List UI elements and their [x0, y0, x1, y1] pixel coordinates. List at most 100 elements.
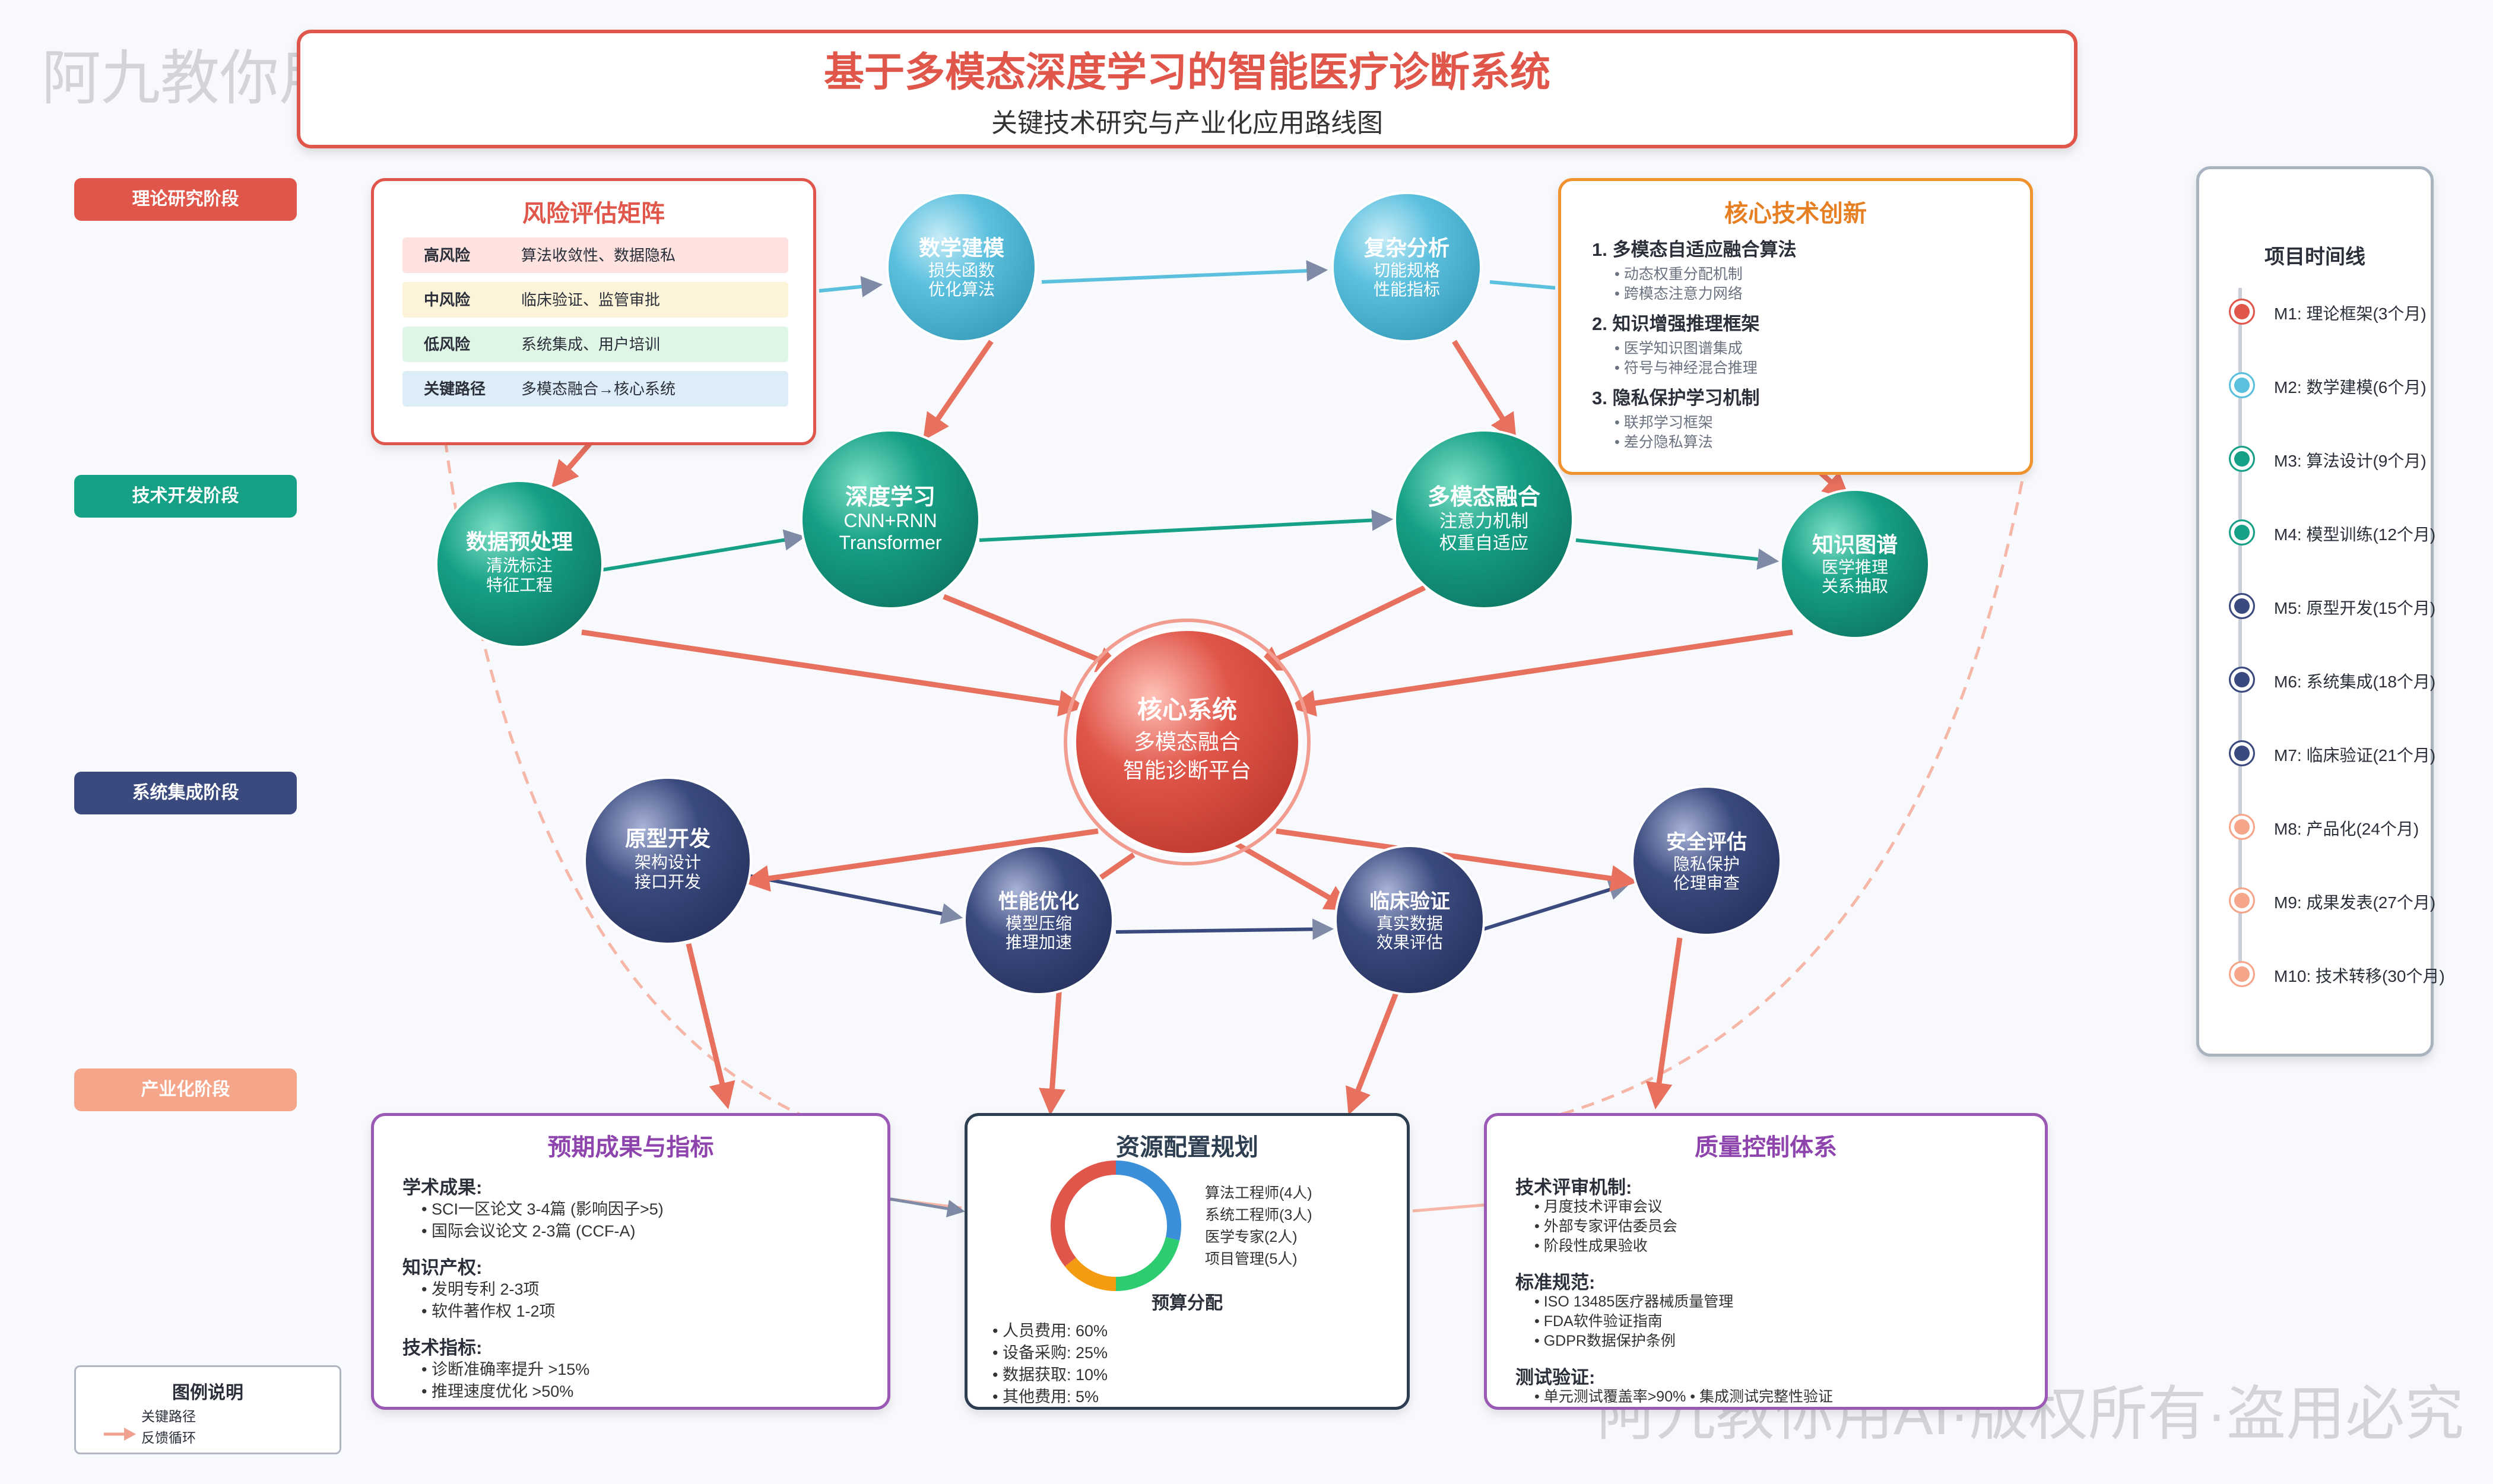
results-title: 预期成果与指标	[547, 1134, 714, 1160]
node-line: 架构设计	[635, 853, 701, 871]
innovation-sub: • 跨模态注意力网络	[1615, 286, 1743, 302]
risk-level: 高风险	[424, 246, 471, 264]
node-line: 特征工程	[486, 576, 553, 594]
stage-integration: 系统集成阶段	[74, 772, 297, 814]
node-line: 损失函数	[928, 261, 995, 280]
budget-item: • 设备采购: 25%	[992, 1344, 1108, 1362]
timeline-title: 项目时间线	[2264, 246, 2365, 268]
node-proto: 原型开发 架构设计 接口开发	[583, 776, 752, 945]
timeline-dot-icon	[2229, 887, 2255, 914]
link-deep-fusion	[979, 509, 1394, 542]
timeline-label: M3: 算法设计(9个月)	[2274, 452, 2427, 470]
risk-desc: 多模态融合→核心系统	[521, 380, 676, 398]
timeline-label: M9: 成果发表(27个月)	[2274, 893, 2436, 912]
arrow-security-quality	[1645, 937, 1683, 1109]
timeline-dot-icon	[2229, 740, 2255, 766]
stage-development: 技术开发阶段	[74, 475, 297, 518]
results-heading: 学术成果:	[402, 1177, 483, 1198]
quality-title: 质量控制体系	[1695, 1134, 1837, 1160]
risk-desc: 算法收敛性、数据隐私	[521, 246, 676, 264]
node-line: 多模态融合	[1134, 730, 1241, 754]
link-complex-innov	[1489, 280, 1556, 290]
stage-label: 产业化阶段	[141, 1080, 230, 1099]
node-line: CNN+RNN	[843, 510, 937, 531]
node-line: 推理加速	[1006, 933, 1072, 952]
node-math: 数学建模 损失函数 优化算法	[886, 192, 1037, 343]
link-math-complex	[1041, 260, 1328, 284]
arrow-math-deep	[922, 340, 994, 441]
node-perf: 性能优化 模型压缩 推理加速	[963, 845, 1114, 995]
staff-item: 算法工程师(4人)	[1205, 1185, 1312, 1201]
innovation-sub: • 动态权重分配机制	[1615, 266, 1743, 283]
link-risk-math	[819, 275, 883, 297]
node-core: 核心系统 多模态融合 智能诊断平台	[1064, 619, 1311, 865]
arrow-complex-fusion	[1452, 340, 1517, 441]
timeline-label: M1: 理论框架(3个月)	[2274, 305, 2427, 323]
node-title: 多模态融合	[1428, 485, 1540, 510]
results-item: • 诊断准确率提升 >15%	[421, 1361, 590, 1378]
quality-item: • 外部专家评估委员会	[1534, 1218, 1677, 1235]
feedback-arc-left	[443, 439, 832, 1130]
arrow-core-clinical	[1233, 841, 1352, 911]
legend-item: 关键路径	[141, 1409, 196, 1424]
timeline-dot-icon	[2229, 593, 2255, 619]
innovation-title: 核心技术创新	[1724, 201, 1867, 227]
quality-heading: 技术评审机制:	[1515, 1177, 1632, 1198]
stage-industrialization: 产业化阶段	[74, 1068, 297, 1111]
timeline-label: M4: 模型训练(12个月)	[2274, 525, 2436, 544]
risk-row-critical: 关键路径多模态融合→核心系统	[402, 371, 788, 407]
arrow-deep-core	[943, 594, 1124, 673]
risk-level: 中风险	[424, 291, 471, 309]
results-item: • SCI一区论文 3-4篇 (影响因子>5)	[421, 1200, 664, 1218]
results-item: • 国际会议论文 2-3篇 (CCF-A)	[421, 1222, 636, 1240]
results-item: • 软件著作权 1-2项	[421, 1302, 556, 1320]
node-line: 注意力机制	[1439, 512, 1528, 531]
arrow-fusion-core	[1253, 585, 1426, 671]
innovation-panel: 核心技术创新 1. 多模态自适应融合算法 • 动态权重分配机制 • 跨模态注意力…	[1558, 178, 2033, 475]
timeline-label: M5: 原型开发(15个月)	[2274, 599, 2436, 617]
node-line: 性能指标	[1374, 280, 1440, 299]
node-line: 效果评估	[1376, 933, 1443, 952]
node-title: 原型开发	[625, 826, 711, 851]
results-item: • 推理速度优化 >50%	[421, 1382, 574, 1400]
node-title: 数据预处理	[466, 529, 573, 554]
node-line: 伦理审查	[1673, 874, 1740, 892]
link-pre-deep	[602, 529, 806, 572]
quality-item: • 单元测试覆盖率>90% • 集成测试完整性验证	[1534, 1388, 1833, 1405]
link-perf-clinical	[1115, 918, 1334, 940]
page-subtitle: 关键技术研究与产业化应用路线图	[991, 109, 1383, 138]
results-item: • 发明专利 2-3项	[421, 1280, 540, 1298]
node-line: 真实数据	[1376, 914, 1443, 933]
staff-item: 项目管理(5人)	[1205, 1251, 1298, 1267]
node-title: 临床验证	[1369, 890, 1450, 913]
donut-slice	[1065, 1257, 1117, 1291]
node-deep: 深度学习 CNN+RNN Transformer	[800, 429, 981, 610]
node-title: 知识图谱	[1812, 532, 1898, 557]
results-heading: 技术指标:	[402, 1337, 483, 1358]
arrow-pre-core	[581, 629, 1086, 716]
timeline-label: M7: 临床验证(21个月)	[2274, 746, 2436, 765]
node-security: 安全评估 隐私保护 伦理审查	[1631, 785, 1782, 936]
risk-level: 低风险	[424, 335, 471, 353]
arrow-kg-core	[1289, 629, 1793, 716]
results-heading: 知识产权:	[402, 1257, 483, 1278]
risk-matrix-title: 风险评估矩阵	[522, 201, 665, 227]
staff-donut-chart	[1051, 1160, 1181, 1291]
timeline-dot-icon	[2229, 446, 2255, 472]
stage-label: 系统集成阶段	[132, 783, 239, 803]
node-line: Transformer	[839, 532, 941, 553]
feedback-link-right	[1412, 1203, 1485, 1213]
quality-item: • FDA软件验证指南	[1534, 1313, 1663, 1330]
risk-row-medium: 中风险临床验证、监管审批	[402, 282, 788, 318]
resources-title: 资源配置规划	[1116, 1134, 1258, 1160]
node-title: 深度学习	[845, 484, 935, 510]
link-clinical-security	[1483, 879, 1631, 931]
page-title: 基于多模态深度学习的智能医疗诊断系统	[823, 50, 1550, 95]
budget-item: • 人员费用: 60%	[992, 1322, 1108, 1340]
budget-title: 预算分配	[1152, 1293, 1223, 1313]
quality-item: • 月度技术评审会议	[1534, 1198, 1663, 1215]
innovation-sub: • 医学知识图谱集成	[1615, 340, 1743, 357]
node-clinical: 临床验证 真实数据 效果评估	[1334, 845, 1485, 995]
link-panel-resource	[890, 1197, 965, 1217]
